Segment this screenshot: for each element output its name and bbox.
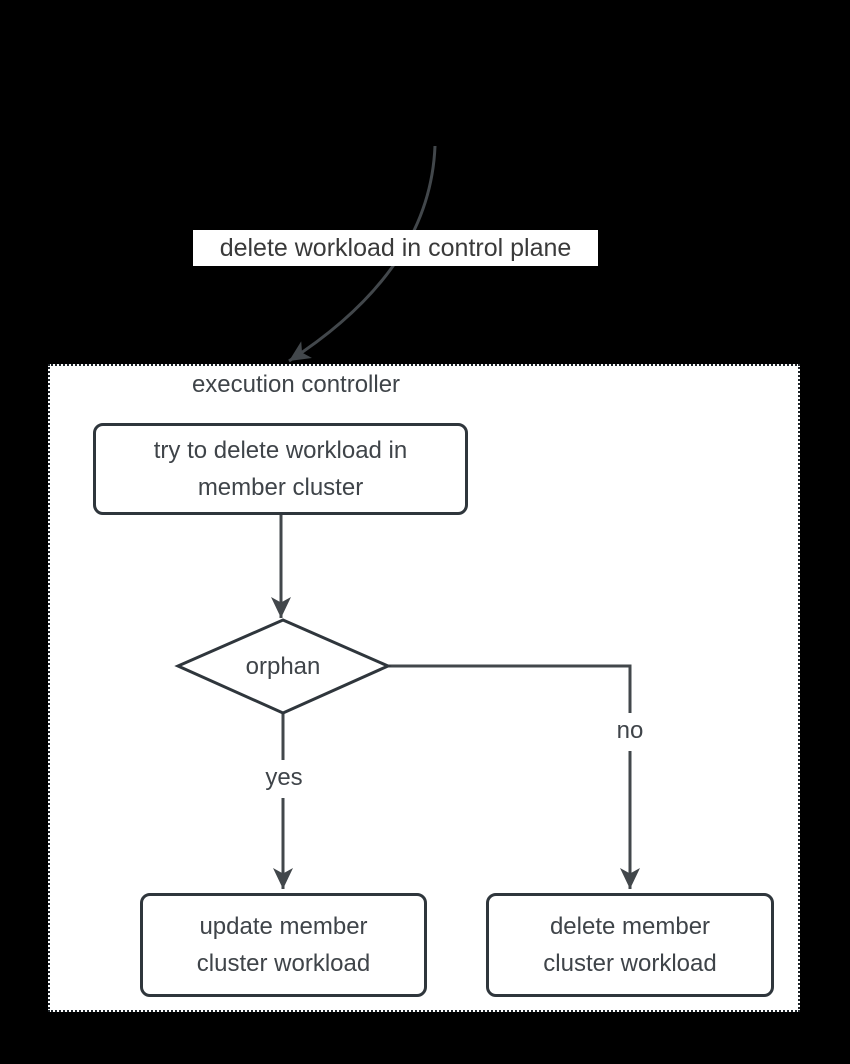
edge-label-yes: yes (256, 760, 312, 798)
annotation-delete-workload-label: delete workload in control plane (193, 230, 598, 266)
node-update-member-workload: update member cluster workload (140, 893, 427, 997)
node-try-delete-workload: try to delete workload in member cluster (93, 423, 468, 515)
edge-label-no: no (608, 713, 652, 751)
orphan-decision-label: orphan (245, 653, 321, 680)
node-delete-member-workload-label: delete member cluster workload (543, 912, 717, 977)
node-update-member-workload-label: update member cluster workload (196, 912, 371, 977)
execution-controller-title: execution controller (191, 371, 401, 398)
node-try-delete-workload-label: try to delete workload in member cluster (153, 436, 408, 501)
node-delete-member-workload: delete member cluster workload (486, 893, 774, 997)
